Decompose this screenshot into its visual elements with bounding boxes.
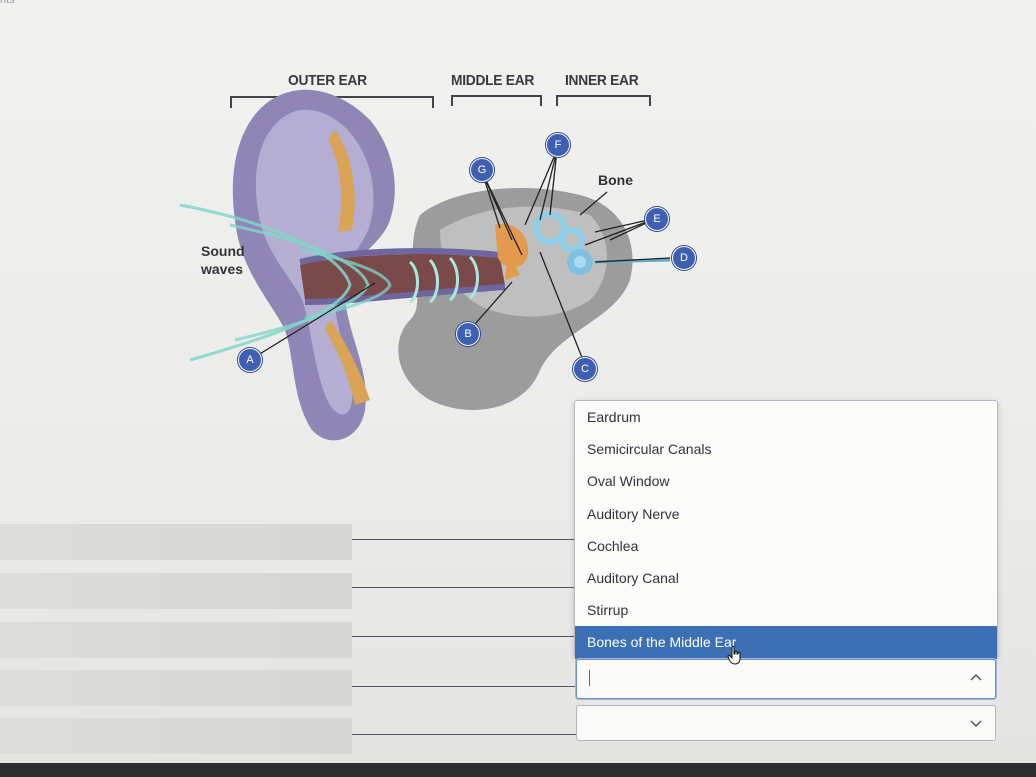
hand-pointer-icon: [727, 645, 741, 665]
answer-row-5: [0, 718, 352, 754]
marker-c: C: [573, 357, 597, 381]
bone-label: Bone: [598, 172, 633, 188]
marker-b: B: [456, 322, 480, 346]
marker-d: D: [672, 246, 696, 270]
select-field-open[interactable]: [576, 659, 996, 699]
answer-row-2: [0, 573, 352, 609]
marker-g: G: [470, 158, 494, 182]
connector-line-3: [352, 636, 576, 637]
select-field-closed[interactable]: [576, 705, 996, 741]
ear-illustration: [179, 89, 671, 441]
connector-line-2: [352, 587, 576, 588]
text-caret: [589, 670, 590, 686]
connector-line-4: [352, 686, 576, 687]
sound-waves-line2: waves: [201, 261, 244, 277]
inner-ear-label: INNER EAR: [565, 72, 639, 89]
dropdown-option[interactable]: Auditory Canal: [587, 569, 679, 586]
answer-row-4: [0, 670, 352, 706]
marker-f: F: [546, 133, 570, 157]
dropdown-option[interactable]: Semicircular Canals: [587, 441, 712, 458]
sound-waves-label: Sound waves: [201, 242, 245, 278]
answer-row-3: [0, 622, 352, 658]
dropdown-option[interactable]: Bones of the Middle Ear: [575, 626, 997, 659]
middle-ear-label: MIDDLE EAR: [451, 72, 535, 89]
dropdown-option[interactable]: Oval Window: [587, 473, 670, 490]
marker-e: E: [645, 207, 669, 231]
connector-line-1: [352, 539, 576, 540]
dropdown-option[interactable]: Stirrup: [587, 602, 629, 619]
corner-text: nts: [0, 0, 15, 6]
marker-a: A: [238, 348, 262, 372]
dropdown-option[interactable]: Cochlea: [587, 537, 639, 554]
ear-diagram: OUTER EAR MIDDLE EAR INNER EAR Sound wav…: [179, 72, 696, 441]
answer-row-1: [0, 524, 352, 560]
chevron-down-icon[interactable]: [969, 716, 983, 730]
dropdown-option[interactable]: Auditory Nerve: [587, 505, 680, 522]
chevron-up-icon[interactable]: [969, 671, 983, 685]
sound-waves-line1: Sound: [201, 243, 245, 259]
connector-line-5: [352, 734, 576, 735]
outer-ear-label: OUTER EAR: [288, 72, 367, 89]
dropdown-option[interactable]: Eardrum: [587, 409, 641, 425]
